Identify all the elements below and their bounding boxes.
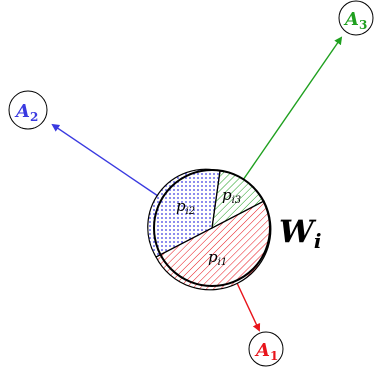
edge-to-a3 — [242, 36, 343, 181]
slice-label-i3: pi3 — [222, 186, 241, 206]
node-a1: A1 — [248, 331, 284, 367]
svg-text:A1: A1 — [254, 340, 278, 363]
edge-to-a2 — [51, 123, 159, 197]
edge-to-a1 — [236, 282, 261, 332]
node-a3: A3 — [338, 0, 374, 36]
slice-p-i2 — [147, 168, 221, 258]
node-a2: A2 — [8, 90, 48, 130]
pie-outline — [153, 169, 271, 287]
svg-text:A2: A2 — [14, 101, 38, 124]
slice-label-i2: pi2 — [176, 197, 195, 217]
pie-w-i: pi1 pi2 pi3 — [147, 168, 272, 291]
slice-label-i1: pi1 — [208, 248, 227, 268]
pie-label: Wi — [279, 214, 321, 253]
svg-text:A3: A3 — [343, 9, 367, 32]
